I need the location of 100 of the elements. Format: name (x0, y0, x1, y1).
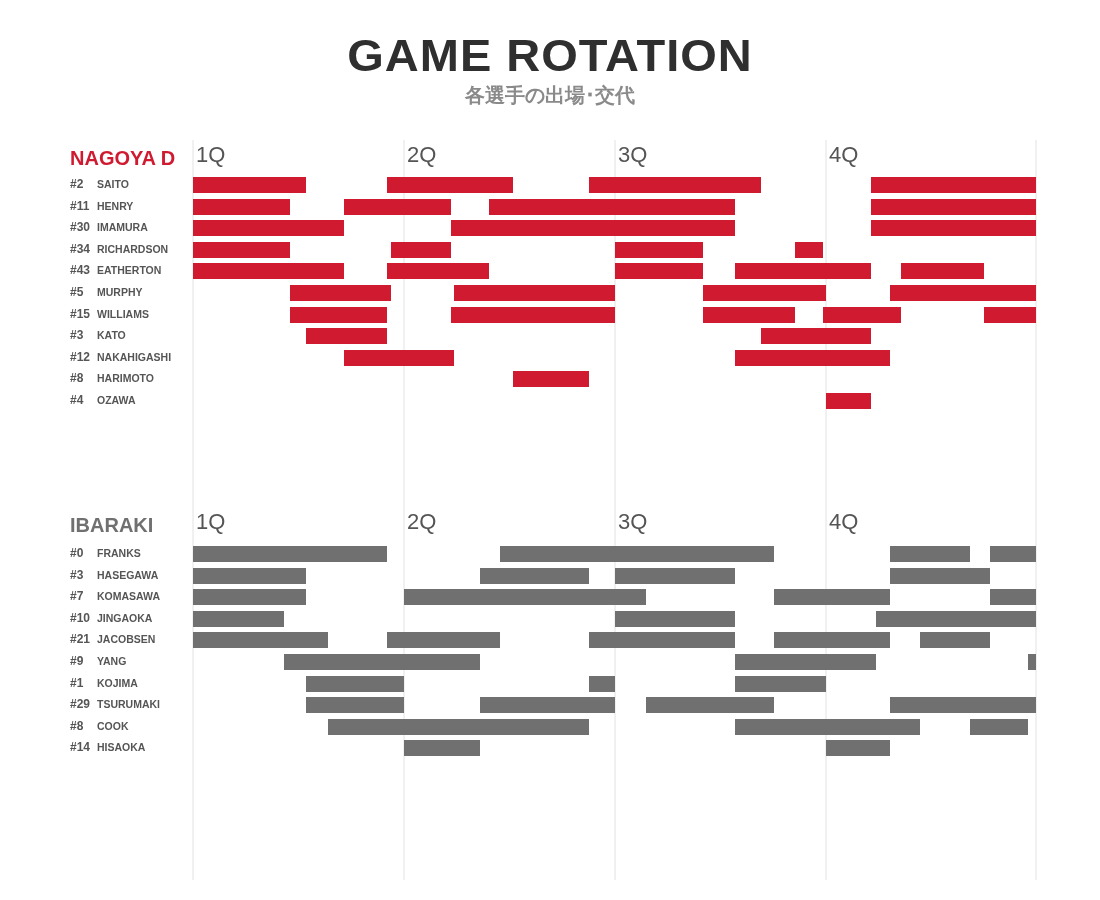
jersey-number: #8 (70, 371, 84, 386)
playing-time-bar (589, 177, 761, 193)
playing-time-bar (1028, 654, 1036, 670)
playing-time-bar (876, 610, 1036, 627)
quarter-label: 2Q (407, 509, 437, 535)
jersey-number: #12 (70, 349, 91, 364)
playing-time-bar (990, 546, 1036, 562)
jersey-number: #3 (70, 567, 84, 582)
playing-time-bar (826, 740, 890, 757)
player-name: WILLIAMS (97, 307, 149, 320)
jersey-number: #21 (70, 632, 91, 647)
playing-time-bar (735, 654, 876, 670)
playing-time-bar (193, 546, 387, 562)
quarter-label: 4Q (829, 509, 859, 535)
playing-time-bar (391, 241, 451, 258)
quarter-label: 4Q (829, 142, 859, 168)
playing-time-bar (589, 632, 735, 649)
playing-time-bar (193, 632, 328, 649)
playing-time-bar (193, 198, 290, 215)
playing-time-bar (480, 697, 615, 714)
playing-time-bar (480, 567, 589, 584)
playing-time-bar (328, 718, 589, 735)
playing-time-bar (735, 263, 871, 280)
quarter-label: 2Q (407, 142, 437, 168)
playing-time-bar (193, 567, 306, 584)
playing-time-bar (290, 285, 391, 301)
jersey-number: #5 (70, 285, 84, 299)
playing-time-bar (451, 220, 735, 237)
team-name: IBARAKI (70, 514, 154, 537)
playing-time-bar (703, 306, 795, 323)
playing-time-bar (306, 675, 404, 692)
player-name: OZAWA (97, 394, 136, 406)
playing-time-bar (970, 718, 1028, 735)
playing-time-bar (344, 349, 454, 366)
player-name: FRANKS (97, 547, 141, 559)
playing-time-bar (795, 241, 823, 258)
jersey-number: #43 (70, 263, 91, 278)
playing-time-bar (890, 697, 1036, 714)
player-name: KOJIMA (97, 676, 138, 689)
playing-time-bar (735, 349, 890, 366)
playing-time-bar (826, 393, 871, 409)
playing-time-bar (344, 198, 451, 215)
playing-time-bar (193, 589, 306, 606)
playing-time-bar (193, 177, 306, 193)
playing-time-bar (306, 328, 387, 345)
playing-time-bar (193, 241, 290, 258)
playing-time-bar (290, 306, 387, 323)
playing-time-bar (920, 632, 990, 649)
player-name: HASEGAWA (97, 568, 159, 581)
player-name: EATHERTON (97, 264, 162, 277)
playing-time-bar (615, 610, 735, 627)
jersey-number: #29 (70, 697, 91, 712)
playing-time-bar (404, 589, 646, 606)
playing-time-bar (306, 697, 404, 714)
player-name: HARIMOTO (97, 372, 154, 385)
jersey-number: #4 (70, 393, 84, 407)
player-name: JINGAOKA (97, 611, 153, 624)
playing-time-bar (901, 263, 984, 280)
team-name: NAGOYA D (70, 147, 176, 170)
player-name: RICHARDSON (97, 242, 169, 255)
playing-time-bar (589, 675, 615, 692)
player-name: KATO (97, 329, 126, 342)
playing-time-bar (890, 546, 970, 562)
playing-time-bar (990, 589, 1036, 606)
playing-time-bar (500, 546, 774, 562)
playing-time-bar (890, 567, 990, 584)
playing-time-bar (387, 177, 513, 193)
jersey-number: #10 (70, 610, 91, 625)
jersey-number: #30 (70, 220, 91, 235)
player-name: IMAMURA (97, 221, 148, 234)
playing-time-bar (984, 306, 1036, 323)
jersey-number: #2 (70, 177, 84, 191)
playing-time-bar (823, 306, 901, 323)
playing-time-bar (871, 220, 1036, 237)
player-name: JACOBSEN (97, 633, 156, 646)
playing-time-bar (646, 697, 774, 714)
playing-time-bar (387, 263, 489, 280)
subtitle: 各選手の出場･交代 (464, 83, 636, 108)
quarter-label: 1Q (196, 142, 226, 168)
playing-time-bar (615, 263, 703, 280)
playing-time-bar (615, 567, 735, 584)
playing-time-bar (489, 198, 735, 215)
player-name: NAKAHIGASHI (97, 350, 172, 363)
playing-time-bar (703, 285, 826, 301)
jersey-number: #34 (70, 241, 91, 256)
player-name: YANG (97, 655, 127, 667)
jersey-number: #14 (70, 740, 91, 755)
jersey-number: #7 (70, 589, 84, 604)
quarter-label: 1Q (196, 509, 226, 535)
player-name: HISAOKA (97, 741, 146, 754)
jersey-number: #0 (70, 546, 84, 560)
playing-time-bar (871, 177, 1036, 193)
playing-time-bar (615, 241, 703, 258)
playing-time-bar (193, 610, 284, 627)
chart-title: GAME ROTATION (346, 29, 754, 82)
jersey-number: #1 (70, 675, 84, 690)
playing-time-bar (774, 632, 890, 649)
playing-time-bar (761, 328, 871, 345)
playing-time-bar (735, 718, 920, 735)
jersey-number: #15 (70, 306, 91, 321)
